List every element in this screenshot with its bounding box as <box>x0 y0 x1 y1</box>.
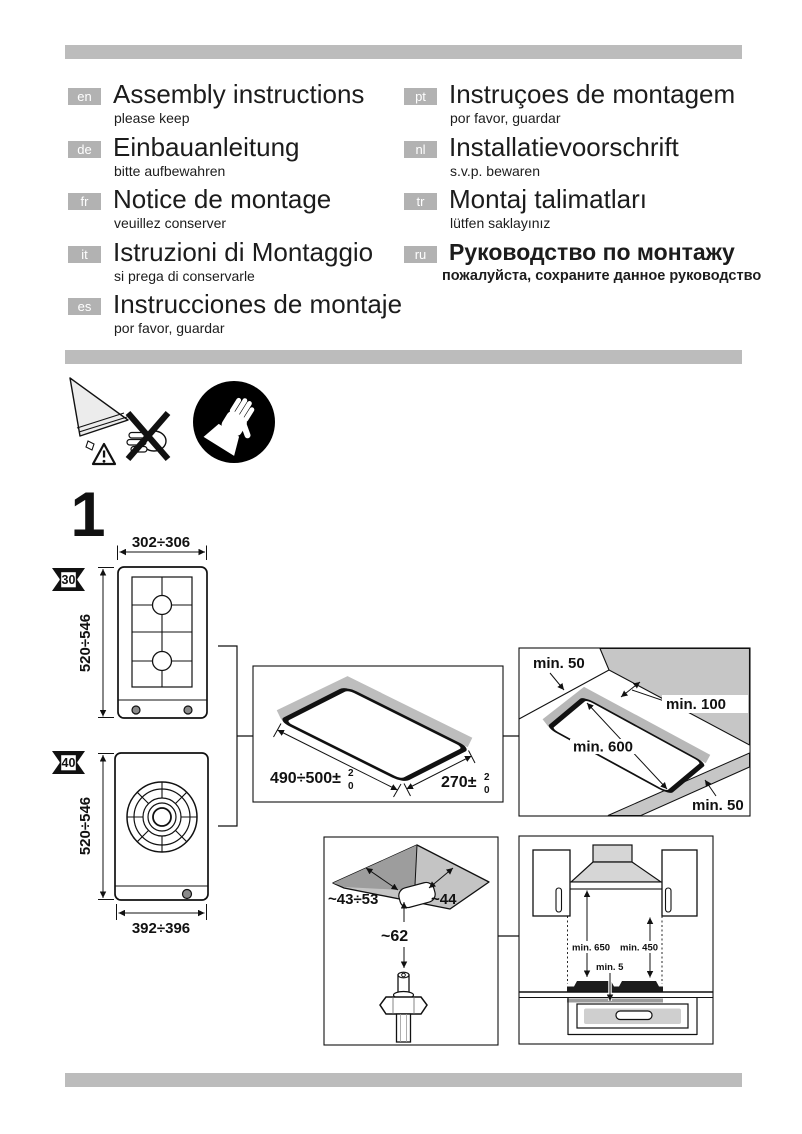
title-de: Einbauanleitung <box>113 132 300 162</box>
lang-badge-fr: fr <box>68 193 101 210</box>
subtitle-pt: por favor, guardar <box>450 110 561 126</box>
gas-drop: ~62 <box>381 928 408 945</box>
dim-cutout-width-tol-minus: 0 <box>484 785 490 796</box>
subtitle-tr: lütfen saklayınız <box>450 215 551 231</box>
dim-cutout-length-tol-minus: 0 <box>348 781 354 792</box>
lang-badge-pt: pt <box>404 88 437 105</box>
dim-cutout-length-tol-plus: 2 <box>348 768 354 779</box>
title-es: Instrucciones de montaje <box>113 289 403 319</box>
title-nl: Installatievoorschrift <box>449 132 679 162</box>
subtitle-de: bitte aufbewahren <box>114 163 226 179</box>
lang-badge-en: en <box>68 88 101 105</box>
clearance-side: min. 100 <box>666 696 726 713</box>
cabinet-min-distance: min. 450 <box>620 943 658 954</box>
control-knob-icon <box>181 888 193 900</box>
drawer-min-distance: min. 5 <box>596 962 624 973</box>
hob-wok-diagram: 520÷546 392÷396 40 <box>52 751 209 937</box>
cabinet-handle-icon <box>555 887 563 913</box>
control-knob-icon <box>131 705 141 715</box>
dim-cutout-length: 490÷500± <box>270 770 341 787</box>
lang-row-es: es Instrucciones de montaje por favor, g… <box>68 290 402 336</box>
subtitle-es: por favor, guardar <box>114 320 225 336</box>
subtitle-en: please keep <box>114 110 190 126</box>
lang-row-nl: nl Installatievoorschrift s.v.p. bewaren <box>404 133 679 179</box>
title-tr: Montaj talimatları <box>449 184 647 214</box>
top-divider-bar <box>65 45 742 59</box>
subtitle-ru: пожалуйста, сохраните данное руководство <box>442 268 762 284</box>
clearance-box: min. 600 min. 100 min. 50 min. 50 <box>518 647 751 817</box>
figure-number: 1 <box>70 480 105 550</box>
figure-1-drawing: 1 302÷306 520÷546 30 <box>52 480 751 1046</box>
control-knob-icon <box>183 705 193 715</box>
dim-hob40-width: 392÷396 <box>132 920 190 937</box>
wear-protective-gloves-icon <box>193 381 275 463</box>
lang-badge-nl: nl <box>404 141 437 158</box>
gas-corner-right: ~44 <box>431 891 457 908</box>
clearance-front: min. 50 <box>692 797 744 814</box>
gas-connection-box: ~43÷53 ~44 ~62 <box>323 836 499 1046</box>
lang-badge-tr: tr <box>404 193 437 210</box>
badge-40-label: 40 <box>62 756 76 770</box>
safety-icons <box>69 377 275 466</box>
size-badge-40: 40 <box>52 751 85 774</box>
drawer-handle-icon <box>615 1010 653 1021</box>
lang-badge-es: es <box>68 298 101 315</box>
dim-hob30-depth: 520÷546 <box>77 614 94 672</box>
lang-row-it: it Istruzioni di Montaggio si prega di c… <box>68 238 373 284</box>
gas-corner-left: ~43÷53 <box>328 891 378 908</box>
dim-hob30-width: 302÷306 <box>132 534 190 551</box>
cross-out-x-icon <box>125 410 171 462</box>
wall-cabinet-left <box>532 849 571 917</box>
title-it: Istruzioni di Montaggio <box>113 237 374 267</box>
connector-lines <box>218 645 519 937</box>
clearance-diagonal: min. 600 <box>573 739 633 756</box>
lang-badge-de: de <box>68 141 101 158</box>
title-en: Assembly instructions <box>113 79 365 109</box>
hood-min-distance: min. 650 <box>572 943 610 954</box>
lang-badge-it: it <box>68 246 101 263</box>
hood-duct <box>592 844 633 863</box>
lang-badge-ru: ru <box>404 246 437 263</box>
title-pt: Instruçoes de montagem <box>449 79 736 109</box>
middle-divider-bar <box>65 350 742 364</box>
dim-cutout-width-tol-plus: 2 <box>484 772 490 783</box>
gas-pipe-icon <box>379 971 428 1043</box>
lang-row-pt: pt Instruçoes de montagem por favor, gua… <box>404 80 735 126</box>
dim-cutout-width: 270± <box>441 774 477 791</box>
cutout-corner <box>398 881 436 909</box>
hob-two-burner-diagram: 302÷306 520÷546 30 <box>52 534 208 719</box>
lang-row-en: en Assembly instructions please keep <box>68 80 364 126</box>
lang-row-tr: tr Montaj talimatları lütfen saklayınız <box>404 185 647 231</box>
lang-row-ru: ru Руководство по монтажу пожалуйста, со… <box>404 238 761 284</box>
base-cabinet <box>567 998 698 1036</box>
dim-hob40-depth: 520÷546 <box>77 797 94 855</box>
subtitle-it: si prega di conservarle <box>114 268 255 284</box>
size-badge-30: 30 <box>52 568 85 591</box>
cutout-dimension-box: 490÷500± 2 0 270± 2 0 <box>252 665 504 803</box>
clearance-rear: min. 50 <box>533 655 585 672</box>
hood-clearance-box: min. 650 min. 450 min. 5 <box>518 835 714 1045</box>
subtitle-nl: s.v.p. bewaren <box>450 163 541 179</box>
lang-row-de: de Einbauanleitung bitte aufbewahren <box>68 133 300 179</box>
broken-glass-sharp-edge-warning-icon <box>69 377 171 466</box>
title-fr: Notice de montage <box>113 184 332 214</box>
bottom-divider-bar <box>65 1073 742 1087</box>
title-ru: Руководство по монтажу <box>449 239 735 265</box>
cabinet-handle-icon <box>664 887 672 913</box>
badge-30-label: 30 <box>62 573 76 587</box>
subtitle-fr: veuillez conserver <box>114 215 227 231</box>
lang-row-fr: fr Notice de montage veuillez conserver <box>68 185 331 231</box>
hob-profile <box>567 981 663 992</box>
